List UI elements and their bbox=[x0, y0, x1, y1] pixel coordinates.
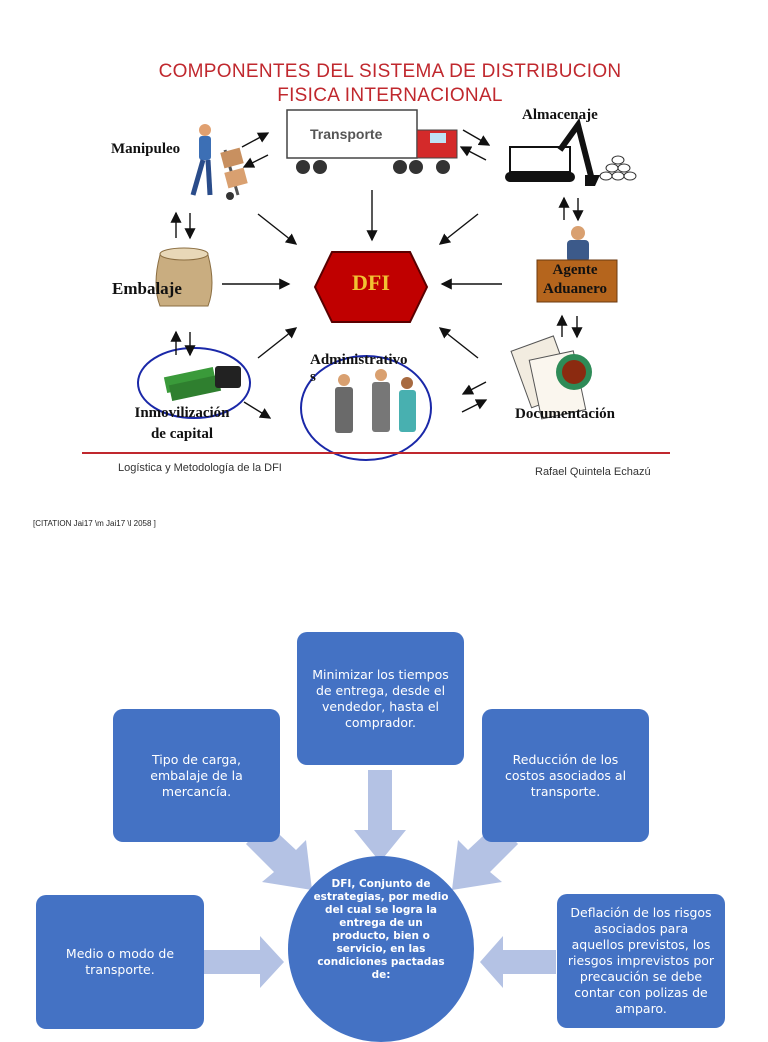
truck-icon bbox=[286, 109, 458, 174]
label-manipuleo: Manipuleo bbox=[111, 141, 181, 157]
label-agente-aduanero: Agente Aduanero bbox=[530, 261, 620, 299]
box-minimizar-tiempos: Minimizar los tiempos de entrega, desde … bbox=[297, 632, 464, 765]
excavator-icon bbox=[505, 118, 637, 186]
diagram-title-line2: FISICA INTERNACIONAL bbox=[277, 85, 503, 106]
box-tipo-carga: Tipo de carga, embalaje de la mercancía. bbox=[113, 709, 280, 842]
label-inmovilizacion: Inmovilización de capital bbox=[122, 403, 242, 445]
diagram-graphics bbox=[137, 109, 637, 461]
customs-agent-icon bbox=[536, 226, 618, 303]
money-icon bbox=[163, 366, 241, 402]
label-inmovilizacion-line2: de capital bbox=[150, 426, 214, 442]
footer-divider bbox=[82, 452, 670, 454]
business-people-icon bbox=[335, 369, 416, 433]
box-reduccion-costos: Reducción de los costos asociados al tra… bbox=[482, 709, 649, 842]
label-admin-line2: s bbox=[310, 369, 316, 385]
footer-left: Logística y Metodología de la DFI bbox=[118, 462, 282, 474]
label-administrativos: Administrativo s bbox=[310, 352, 408, 386]
citation-field: [CITATION Jai17 \m Jai17 \l 2058 ] bbox=[33, 519, 156, 528]
box-deflacion-riesgos: Deflación de los risgos asociados para a… bbox=[557, 894, 725, 1028]
arrow-left bbox=[204, 936, 284, 988]
diagram-arrows bbox=[170, 129, 584, 419]
dfi-hexagon bbox=[313, 251, 429, 323]
label-almacenaje: Almacenaje bbox=[522, 107, 598, 123]
arrow-right bbox=[480, 936, 556, 988]
sack-icon bbox=[155, 247, 213, 307]
label-embalaje: Embalaje bbox=[112, 279, 182, 298]
label-documentacion: Documentación bbox=[515, 406, 615, 422]
documents-icon bbox=[510, 335, 592, 420]
arrow-top bbox=[354, 770, 406, 862]
box-medio-transporte: Medio o modo de transporte. bbox=[36, 895, 204, 1029]
label-admin-line1: Administrativo bbox=[310, 352, 408, 368]
label-agente-line2: Aduanero bbox=[543, 281, 607, 297]
dfi-label: DFI bbox=[352, 270, 390, 295]
admin-highlight-circle bbox=[300, 355, 432, 461]
diagram-title-line1: COMPONENTES DEL SISTEMA DE DISTRIBUCION bbox=[158, 61, 622, 82]
hand-truck-worker-icon bbox=[190, 124, 248, 200]
diagram-title: COMPONENTES DEL SISTEMA DE DISTRIBUCION … bbox=[60, 60, 720, 108]
label-agente-line1: Agente bbox=[552, 262, 598, 278]
label-inmovilizacion-line1: Inmovilización bbox=[134, 405, 230, 421]
center-circle-dfi: DFI, Conjunto de estrategias, por medio … bbox=[288, 856, 474, 1042]
footer-right: Rafael Quintela Echazú bbox=[535, 466, 651, 478]
label-transporte: Transporte bbox=[310, 126, 383, 142]
